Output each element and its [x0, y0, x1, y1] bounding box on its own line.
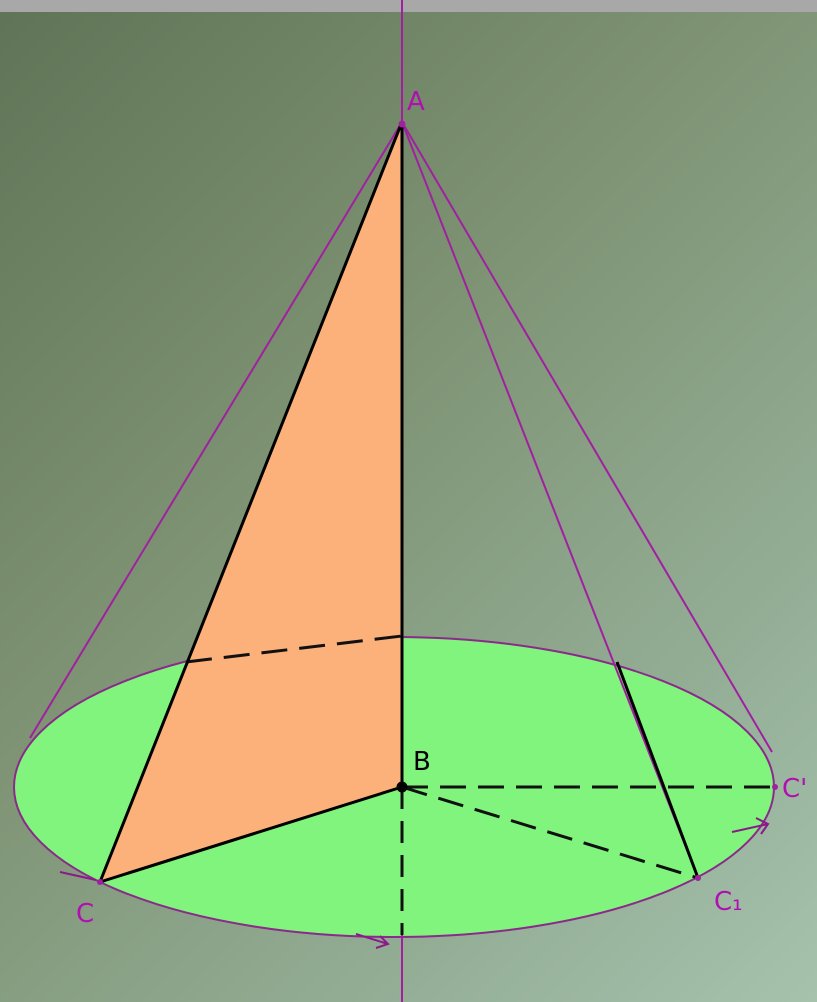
point-c-marker — [97, 879, 103, 885]
arrow-mark-bottom — [355, 933, 390, 949]
front-segment-right — [615, 661, 700, 879]
label-c: C — [76, 899, 94, 929]
radius-bc — [99, 785, 403, 884]
label-a: A — [407, 87, 425, 117]
generator-left-outline — [29, 121, 403, 739]
point-c-prime-marker — [772, 784, 778, 790]
point-b-marker — [396, 781, 408, 793]
label-c1: C₁ — [714, 887, 743, 917]
label-b: B — [413, 747, 431, 777]
arrow-mark-left — [59, 871, 97, 881]
point-a-marker — [398, 120, 406, 128]
hidden-radius-bc1 — [401, 785, 699, 880]
arrow-mark-right — [731, 817, 770, 835]
generator-ac — [98, 121, 404, 883]
label-c-prime: C' — [782, 774, 807, 804]
generator-to-c1-outline — [401, 121, 699, 879]
point-c1-marker — [695, 875, 701, 881]
generator-right-outline — [401, 121, 773, 753]
top-bar — [0, 0, 817, 12]
